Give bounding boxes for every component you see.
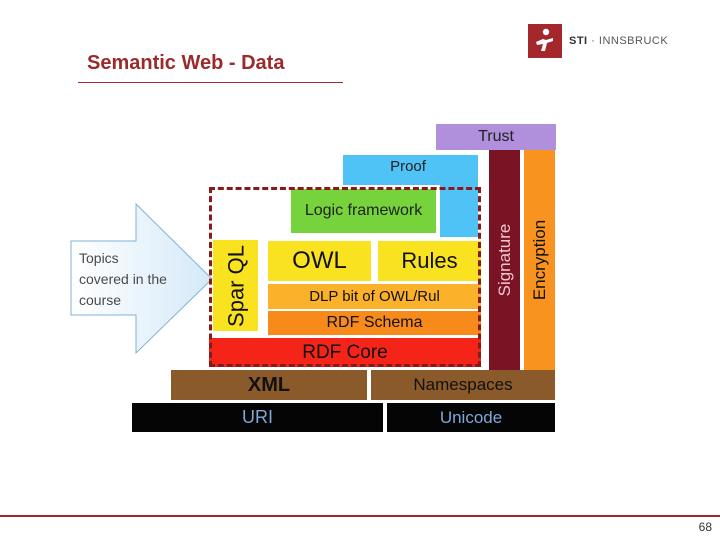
sti-logo-sep: · xyxy=(587,35,599,47)
encryption-label: Encryption xyxy=(529,219,549,301)
rdf-schema-layer: RDF Schema xyxy=(268,311,481,335)
owl-layer: OWL xyxy=(268,241,371,281)
signature-layer: Signature xyxy=(489,150,520,370)
xml-label: XML xyxy=(247,373,291,396)
sti-logo-name: INNSBRUCK xyxy=(598,35,669,47)
sti-logo-text: STI · INNSBRUCK xyxy=(569,35,668,47)
uri-label: URI xyxy=(242,407,273,428)
sti-logo-brand: STI xyxy=(569,35,588,47)
dlp-layer: DLP bit of OWL/Rul xyxy=(268,284,481,309)
sparql-layer: Spar QL xyxy=(213,240,258,331)
sti-logo-icon xyxy=(528,24,562,58)
logic-framework-label: Logic framework xyxy=(304,201,423,219)
rules-label: Rules xyxy=(401,248,458,274)
rdf-schema-label: RDF Schema xyxy=(326,313,423,331)
course-scope-outline xyxy=(209,187,481,367)
owl-label: OWL xyxy=(292,247,347,275)
trust-label: Trust xyxy=(478,127,514,145)
uri-layer: URI xyxy=(132,403,383,432)
rdf-core-label: RDF Core xyxy=(302,341,388,363)
page-number: 68 xyxy=(698,520,712,534)
encryption-layer: Encryption xyxy=(524,150,555,370)
unicode-layer: Unicode xyxy=(387,403,555,432)
rdf-core-layer: RDF Core xyxy=(209,338,481,367)
topics-arrow-label: Topics covered in the course xyxy=(79,250,167,308)
footer-rule xyxy=(0,515,720,517)
slide-title: Semantic Web - Data xyxy=(87,52,285,74)
xml-layer: XML xyxy=(171,370,367,400)
rules-layer: Rules xyxy=(378,241,481,281)
logic-framework-layer: Logic framework xyxy=(291,189,436,233)
unicode-label: Unicode xyxy=(439,407,503,427)
topics-arrow xyxy=(70,203,213,355)
proof-label: Proof xyxy=(390,158,426,175)
trust-layer: Trust xyxy=(436,124,556,150)
proof-layer xyxy=(343,155,478,237)
namespaces-layer: Namespaces xyxy=(371,370,555,400)
namespaces-label: Namespaces xyxy=(413,375,513,395)
title-underline xyxy=(78,82,343,83)
signature-label: Signature xyxy=(494,223,514,297)
dlp-label: DLP bit of OWL/Rul xyxy=(309,287,440,305)
